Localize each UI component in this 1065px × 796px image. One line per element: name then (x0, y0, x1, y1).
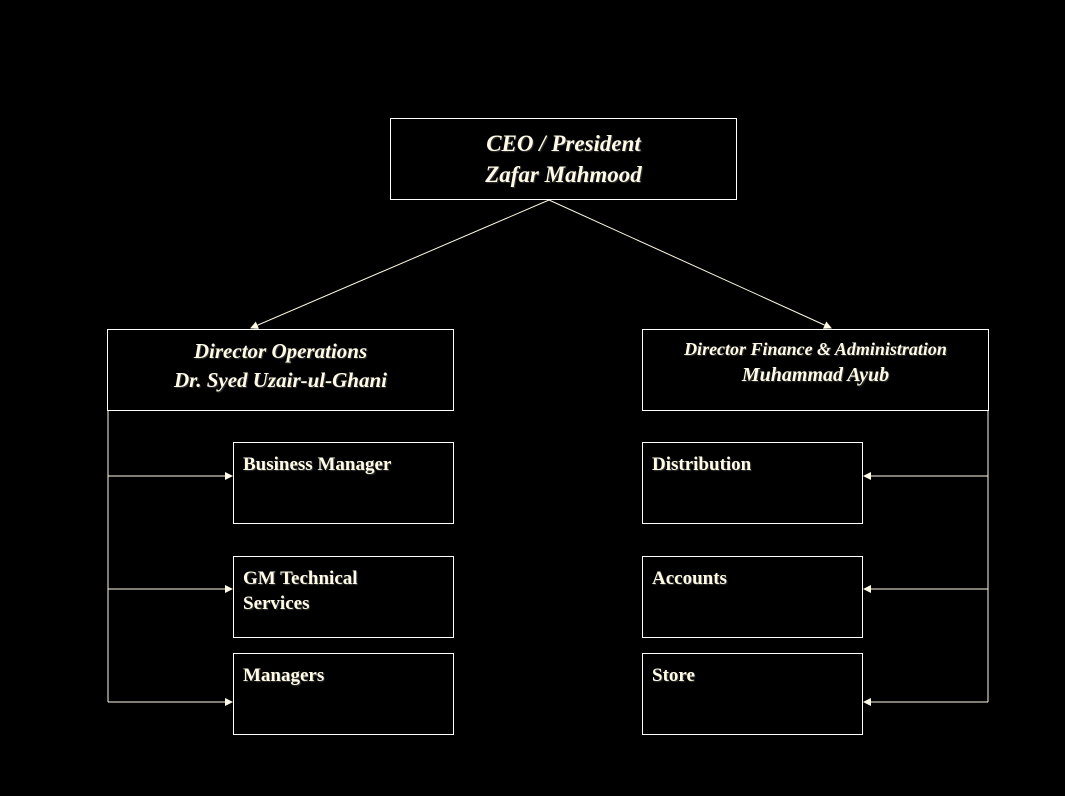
ceo-title: CEO / President (486, 131, 641, 156)
store-label: Store (652, 665, 695, 686)
store-box: Store (642, 653, 863, 735)
business-manager-box: Business Manager (233, 442, 454, 524)
finance-director-name: Muhammad Ayub (741, 364, 890, 386)
ceo-name: Zafar Mahmood (485, 162, 642, 187)
business-manager-label: Business Manager (243, 454, 392, 475)
ceo-box: CEO / President Zafar Mahmood (390, 118, 737, 200)
accounts-box: Accounts (642, 556, 863, 638)
operations-director-name: Dr. Syed Uzair-ul-Ghani (174, 368, 387, 392)
distribution-box: Distribution (642, 442, 863, 524)
connector-ceo-to-finance (548, 199, 832, 329)
finance-director-title: Director Finance & Administration (684, 339, 947, 359)
operations-director-box: Director Operations Dr. Syed Uzair-ul-Gh… (107, 329, 454, 411)
gm-technical-services-box: GM Technical Services (233, 556, 454, 638)
distribution-label: Distribution (652, 454, 752, 475)
managers-box: Managers (233, 653, 454, 735)
gm-technical-services-label: GM Technical Services (243, 568, 358, 614)
managers-label: Managers (243, 665, 325, 686)
finance-director-box: Director Finance & Administration Muhamm… (642, 329, 989, 411)
accounts-label: Accounts (652, 568, 727, 589)
connector-ceo-to-operations (250, 199, 550, 329)
operations-director-title: Director Operations (193, 339, 368, 363)
